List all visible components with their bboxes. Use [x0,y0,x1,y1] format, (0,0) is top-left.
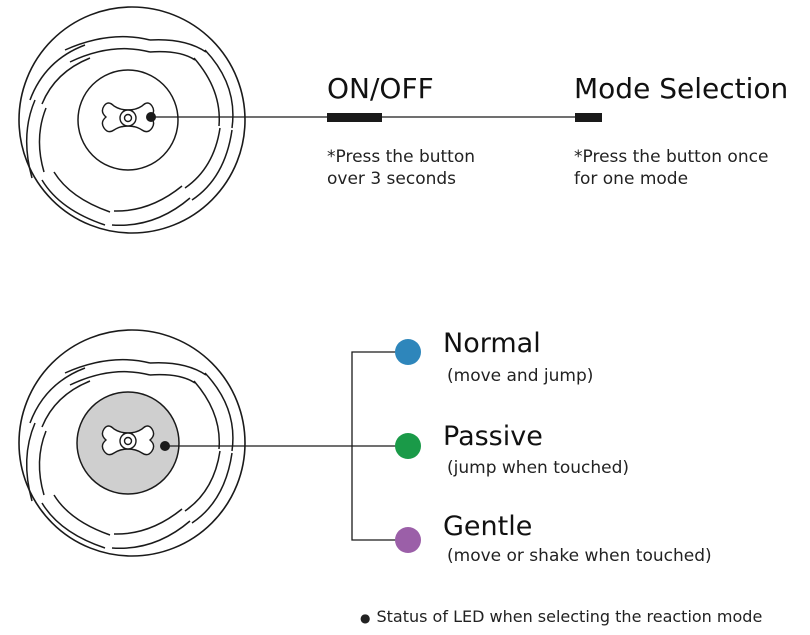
footer-bullet: ● [360,611,371,625]
device-bottom-bone-icon [101,425,155,456]
mode-normal-label: Normal [443,328,541,359]
mode-gentle-label: Gentle [443,511,533,542]
mode-bracket [165,351,408,541]
device-top [18,6,246,234]
onoff-note-line2: over 3 seconds [327,169,457,189]
onoff-label: ON/OFF [327,72,434,105]
mode-passive-label: Passive [443,421,543,452]
device-top-vanes [25,35,234,227]
onoff-press-bar [327,113,382,122]
led-gentle-dot [395,527,421,553]
device-top-bone-icon [101,102,155,133]
device-bottom-vanes [25,358,234,550]
device-bottom [18,329,246,557]
mode-gentle-description: (move or shake when touched) [447,546,712,566]
footer-note: ● Status of LED when selecting the reacti… [360,607,762,626]
mode-selection-label: Mode Selection [574,72,789,105]
led-passive-dot [395,433,421,459]
mode-selection-note-line2: for one mode [574,169,689,189]
mode-selection-press-bar [575,113,602,122]
footer-text: Status of LED when selecting the reactio… [376,607,763,626]
onoff-note-line1: *Press the button [327,147,476,167]
mode-normal-description: (move and jump) [447,366,594,386]
mode-passive-description: (jump when touched) [447,458,630,478]
mode-selection-note-line1: *Press the button once [574,147,769,167]
led-normal-dot [395,339,421,365]
